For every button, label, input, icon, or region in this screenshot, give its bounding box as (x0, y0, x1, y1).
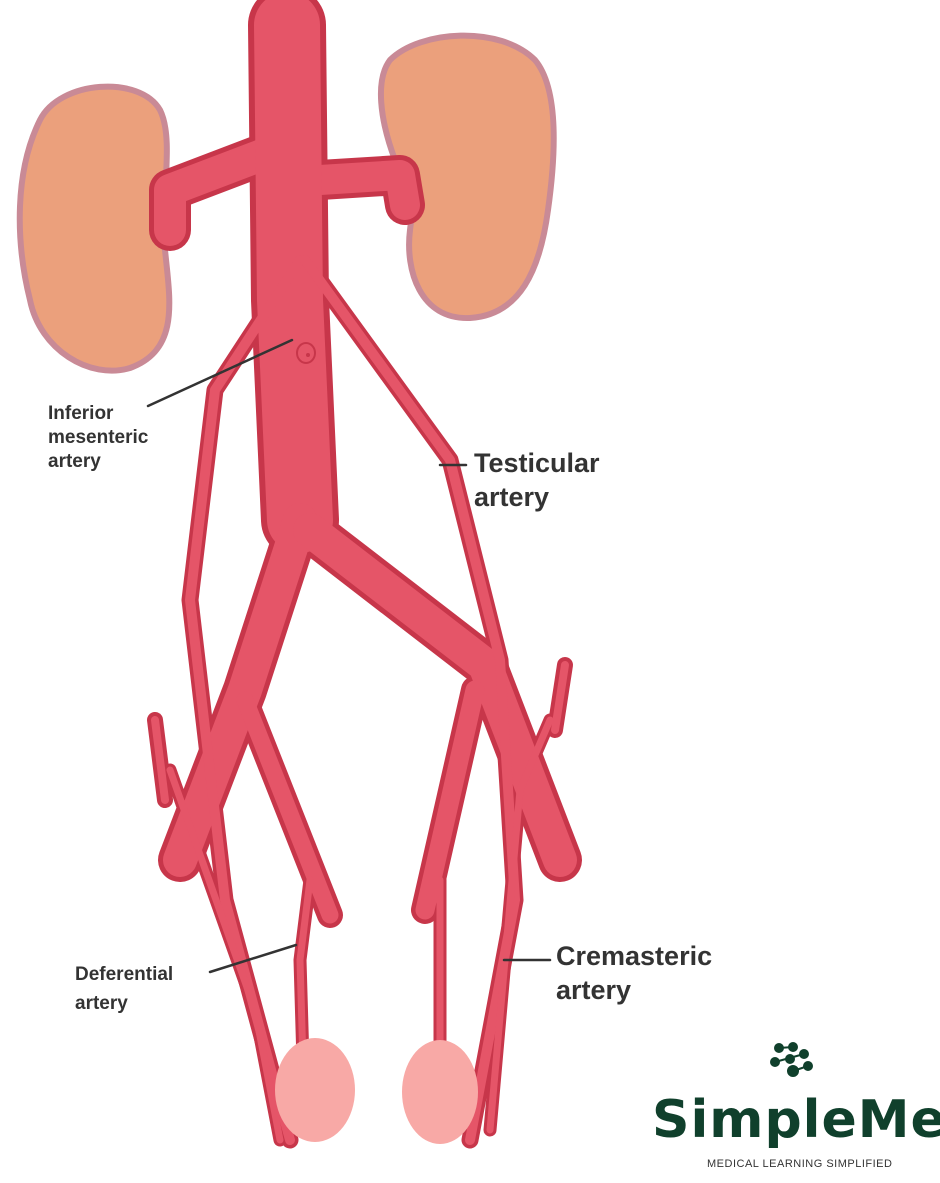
inferior-mesenteric-stub (296, 342, 316, 364)
label-deferential-artery: Deferential artery (75, 960, 173, 1019)
label-inferior-mesenteric-artery: Inferior mesenteric artery (48, 402, 148, 473)
left-testis (275, 1038, 355, 1142)
label-testicular-artery: Testicular artery (474, 447, 600, 515)
label-line: Cremasteric (556, 941, 713, 971)
label-line: artery (474, 481, 550, 512)
label-line: artery (556, 974, 632, 1005)
label-line: mesenteric (48, 426, 149, 448)
leader-ima (146, 338, 294, 408)
label-cremasteric-artery: Cremasteric artery (556, 940, 712, 1008)
logo-tagline: MEDICAL LEARNING SIMPLIFIED (707, 1158, 893, 1170)
label-line: artery (75, 993, 128, 1015)
left-kidney (16, 83, 173, 374)
label-line: Deferential (75, 964, 174, 985)
logo-wordmark: SimpleMed (652, 1090, 940, 1150)
label-line: Inferior (48, 403, 114, 424)
right-testis (402, 1040, 478, 1144)
label-line: Testicular (474, 448, 600, 478)
simplemed-logo-icon (770, 1042, 813, 1077)
label-line: artery (48, 450, 101, 472)
leader-deferential (208, 943, 298, 974)
